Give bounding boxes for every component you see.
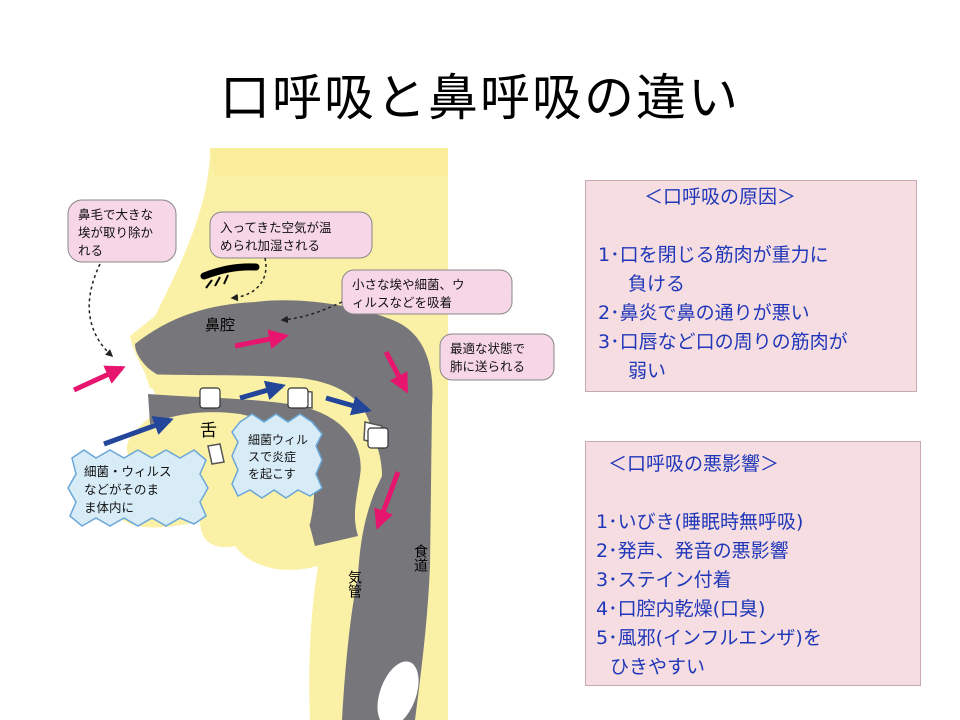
effect-item-2: 2･発声、発音の悪影響: [596, 540, 789, 562]
callout-small-dust-line2: ィルスなどを吸着: [352, 295, 452, 310]
slide-title: 口呼吸と鼻呼吸の違い: [220, 69, 740, 127]
svg-text:最適な状態で肺に送られる: 最適な状態で肺に送られる: [450, 341, 525, 374]
effect-item-1: 1･いびき(睡眠時無呼吸): [596, 511, 804, 533]
callout-bacteria-line2: などがそのま: [84, 482, 159, 497]
callout-nose-hair: 鼻毛で大きな埃が取り除かれる: [67, 199, 177, 263]
effects-heading: ＜口呼吸の悪影響＞: [608, 453, 780, 475]
cause-item-1: 1･口を閉じる筋肉が重力に: [598, 244, 829, 266]
eyelash-icon: [200, 263, 260, 280]
pointer-warm-air: [230, 257, 267, 302]
callout-nose-hair-line3: れる: [78, 243, 103, 258]
cause-item-2: 2･鼻炎で鼻の通りが悪い: [598, 302, 810, 324]
callout-inflammation: 細菌ウィルスで炎症を起こす: [231, 413, 323, 499]
callout-optimal: 最適な状態で肺に送られる: [439, 333, 555, 381]
svg-text:鼻毛で大きな埃が取り除かれる: 鼻毛で大きな埃が取り除かれる: [78, 207, 154, 258]
callout-inflammation-line1: 細菌ウィル: [248, 433, 308, 447]
cause-item-1-cont: 負ける: [628, 273, 686, 295]
callout-nose-hair-line1: 鼻毛で大きな: [78, 207, 153, 222]
causes-box: ＜口呼吸の原因＞ 1･口を閉じる筋肉が重力に 負ける 2･鼻炎で鼻の通りが悪い …: [585, 180, 917, 392]
callout-optimal-line2: 肺に送られる: [450, 359, 525, 374]
svg-text:小さな埃や細菌、ウィルスなどを吸着: 小さな埃や細菌、ウィルスなどを吸着: [352, 277, 465, 310]
cause-item-3-cont: 弱い: [628, 360, 667, 382]
svg-text:入ってきた空気が温められ加湿される: 入ってきた空気が温められ加湿される: [220, 220, 332, 253]
callout-small-dust-line1: 小さな埃や細菌、ウ: [352, 277, 465, 292]
callout-warm-air: 入ってきた空気が温められ加湿される: [209, 211, 373, 259]
label-trachea: 気管: [346, 570, 362, 598]
causes-heading: ＜口呼吸の原因＞: [644, 186, 797, 208]
pointer-small-dust: [280, 301, 343, 324]
callout-warm-air-line2: められ加湿される: [220, 238, 320, 253]
callout-inflammation-line2: スで炎症: [248, 449, 296, 464]
effect-item-5: 5･風邪(インフルエンザ)を: [596, 627, 822, 649]
callout-bacteria-line1: 細菌・ウィルス: [84, 464, 172, 479]
label-nasal-cavity: 鼻腔: [205, 316, 235, 334]
callout-warm-air-line1: 入ってきた空気が温: [220, 220, 332, 235]
pointer-nose-hair: [88, 263, 114, 358]
germ-icons: [199, 387, 389, 449]
label-tongue: 舌: [200, 421, 217, 441]
callout-bacteria-body: 細菌・ウィルスなどがそのまま体内に: [67, 449, 209, 527]
callout-nose-hair-line2: 埃が取り除か: [78, 225, 154, 240]
respiration-diagram: 鼻毛で大きな埃が取り除かれる 入ってきた空気が温められ加湿される 小さな埃や細菌…: [67, 148, 555, 720]
trachea-opening: [377, 661, 419, 720]
svg-text:細菌ウィルスで炎症を起こす: 細菌ウィルスで炎症を起こす: [248, 433, 308, 481]
svg-text:細菌・ウィルスなどがそのまま体内に: 細菌・ウィルスなどがそのまま体内に: [84, 464, 172, 515]
effect-item-4: 4･口腔内乾燥(口臭): [596, 598, 766, 620]
callout-inflammation-line3: を起こす: [248, 467, 296, 481]
effect-item-3: 3･ステイン付着: [596, 569, 732, 591]
effect-item-5-cont: ひきやすい: [610, 656, 706, 678]
nose-airflow-arrows: [72, 329, 409, 530]
label-esophagus: 食道: [412, 543, 428, 573]
callout-optimal-line1: 最適な状態で: [450, 341, 525, 356]
cause-item-3: 3･口唇など口の周りの筋肉が: [598, 331, 848, 353]
callout-small-dust: 小さな埃や細菌、ウィルスなどを吸着: [341, 269, 513, 315]
effects-box: ＜口呼吸の悪影響＞ 1･いびき(睡眠時無呼吸) 2･発声、発音の悪影響 3･ステ…: [585, 441, 921, 686]
mouth-airflow-arrows: [103, 380, 372, 447]
forehead-shade: [210, 148, 448, 176]
callout-bacteria-line3: ま体内に: [84, 500, 134, 515]
